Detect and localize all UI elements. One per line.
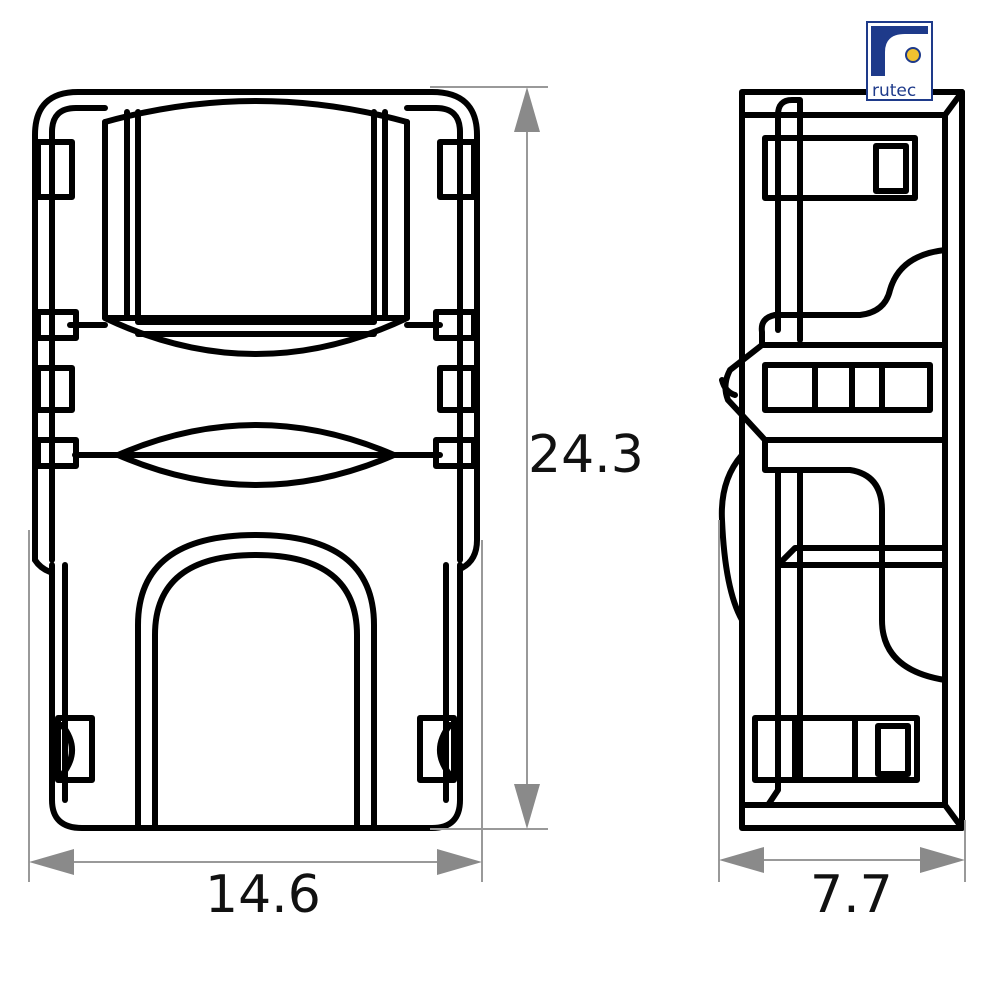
depth-dimension: 7.7 — [718, 520, 966, 925]
height-arrow-bottom — [514, 784, 540, 829]
width-label: 14.6 — [205, 865, 321, 925]
front-view — [32, 89, 480, 831]
height-dimension: 24.3 — [430, 86, 644, 830]
depth-arrow-right — [920, 847, 965, 873]
side-view — [718, 89, 965, 831]
depth-arrow-left — [719, 847, 764, 873]
depth-label: 7.7 — [810, 865, 893, 925]
width-arrow-left — [29, 849, 74, 875]
height-arrow-top — [514, 87, 540, 132]
logo-text: rutec — [872, 81, 916, 101]
width-dimension: 14.6 — [28, 530, 483, 925]
width-arrow-right — [437, 849, 482, 875]
rutec-logo: rutec — [866, 21, 933, 101]
height-label: 24.3 — [528, 425, 644, 485]
